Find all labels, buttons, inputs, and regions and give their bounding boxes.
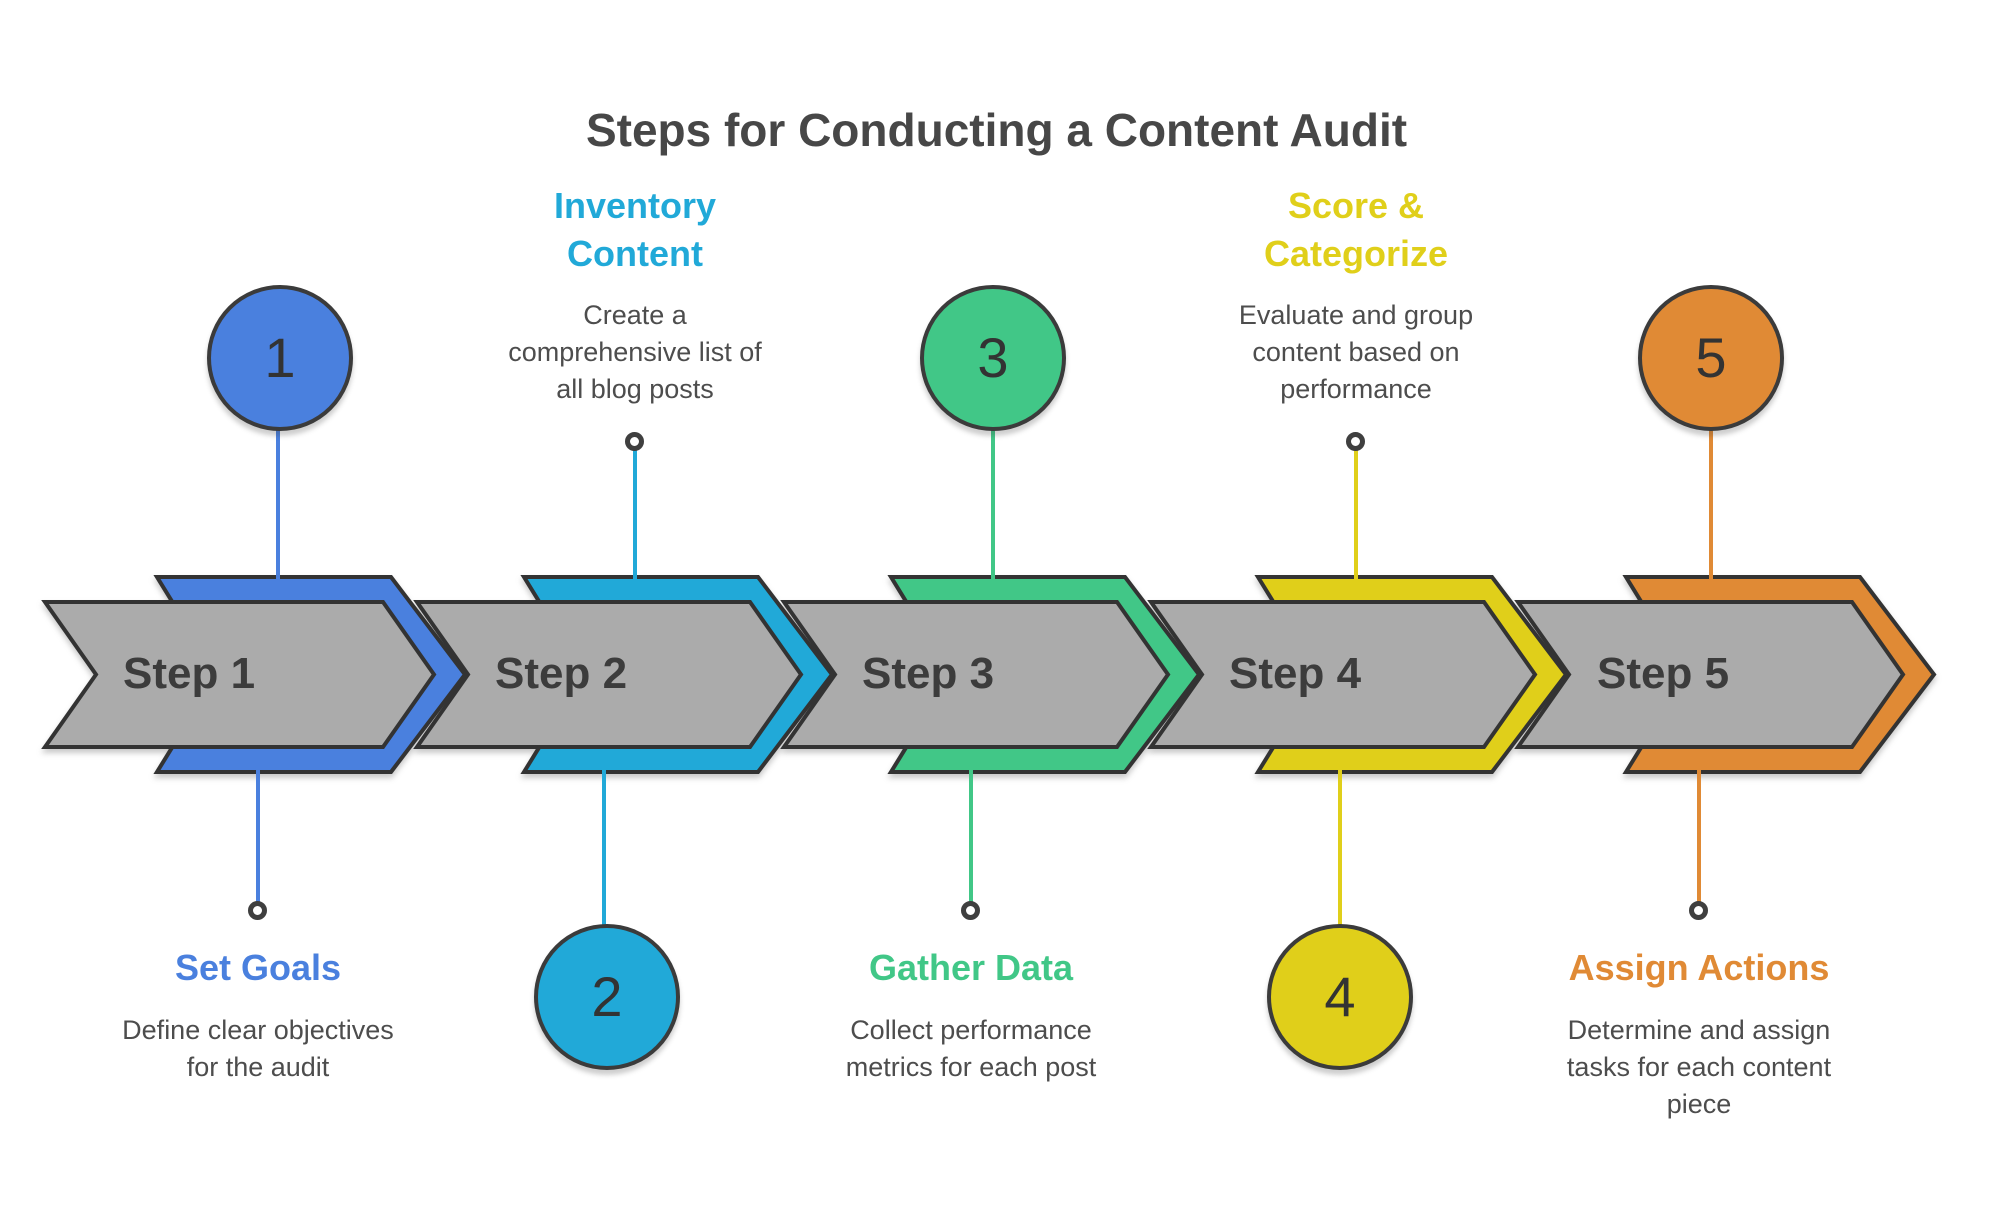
step-2-circle: 2: [534, 924, 680, 1070]
step-3-connector-top: [991, 424, 995, 580]
step-5-circle: 5: [1638, 285, 1784, 431]
step-5-description: Determine and assign tasks for each cont…: [1566, 1014, 1832, 1119]
step-2-number: 2: [591, 965, 623, 1028]
step-2-description: Create a comprehensive list of all blog …: [508, 300, 762, 405]
step-2-arrow: [413, 600, 804, 749]
page-title: Steps for Conducting a Content Audit: [585, 103, 1408, 156]
step-1-circle: 1: [207, 285, 353, 431]
step-5-number: 5: [1695, 326, 1727, 389]
step-5-detail: Assign Actions Determine and assign task…: [1563, 944, 1835, 1123]
step-2-heading: Inventory Content: [553, 185, 717, 274]
step-4-connector-bottom: [1338, 770, 1342, 927]
step-2-connector-bottom: [602, 770, 606, 927]
step-2-connector-top: [633, 450, 637, 580]
step-2-connector-ring: [625, 432, 644, 451]
step-3-label: Step 3: [862, 649, 995, 698]
step-5-connector-ring: [1689, 901, 1708, 920]
step-5-heading: Assign Actions: [1568, 947, 1830, 988]
step-4-arrow: [1147, 600, 1538, 749]
step-5-label: Step 5: [1597, 649, 1730, 698]
step-3-connector-bottom: [969, 770, 973, 906]
step-3-description: Collect performance metrics for each pos…: [845, 1014, 1097, 1082]
step-3-number: 3: [977, 326, 1009, 389]
step-4-circle: 4: [1267, 924, 1413, 1070]
step-3-circle: 3: [920, 285, 1066, 431]
step-5-connector-top: [1709, 424, 1713, 580]
step-1-arrow: [41, 600, 437, 749]
step-2-label: Step 2: [495, 649, 628, 698]
step-1-connector-bottom: [256, 770, 260, 906]
step-2-detail: Inventory Content Create a comprehensive…: [499, 182, 771, 408]
step-3-arrow: [780, 600, 1171, 749]
step-1-description: Define clear objectives for the audit: [122, 1014, 394, 1082]
step-3-connector-ring: [961, 901, 980, 920]
step-4-detail: Score & Categorize Evaluate and group co…: [1220, 182, 1492, 408]
step-3-detail: Gather Data Collect performance metrics …: [835, 944, 1107, 1086]
step-1-label: Step 1: [123, 649, 256, 698]
step-3-heading: Gather Data: [868, 947, 1074, 988]
step-5-connector-bottom: [1697, 770, 1701, 906]
step-1-number: 1: [264, 326, 296, 389]
step-1-connector-ring: [248, 901, 267, 920]
step-4-heading: Score & Categorize: [1263, 185, 1449, 274]
step-4-description: Evaluate and group content based on perf…: [1238, 300, 1474, 405]
step-4-label: Step 4: [1229, 649, 1362, 698]
step-4-connector-ring: [1346, 432, 1365, 451]
step-1-connector-top: [276, 424, 280, 580]
step-4-number: 4: [1324, 965, 1356, 1028]
step-1-detail: Set Goals Define clear objectives for th…: [122, 944, 394, 1086]
step-4-connector-top: [1354, 450, 1358, 580]
step-1-heading: Set Goals: [174, 947, 342, 988]
step-5-arrow: [1514, 600, 1906, 749]
